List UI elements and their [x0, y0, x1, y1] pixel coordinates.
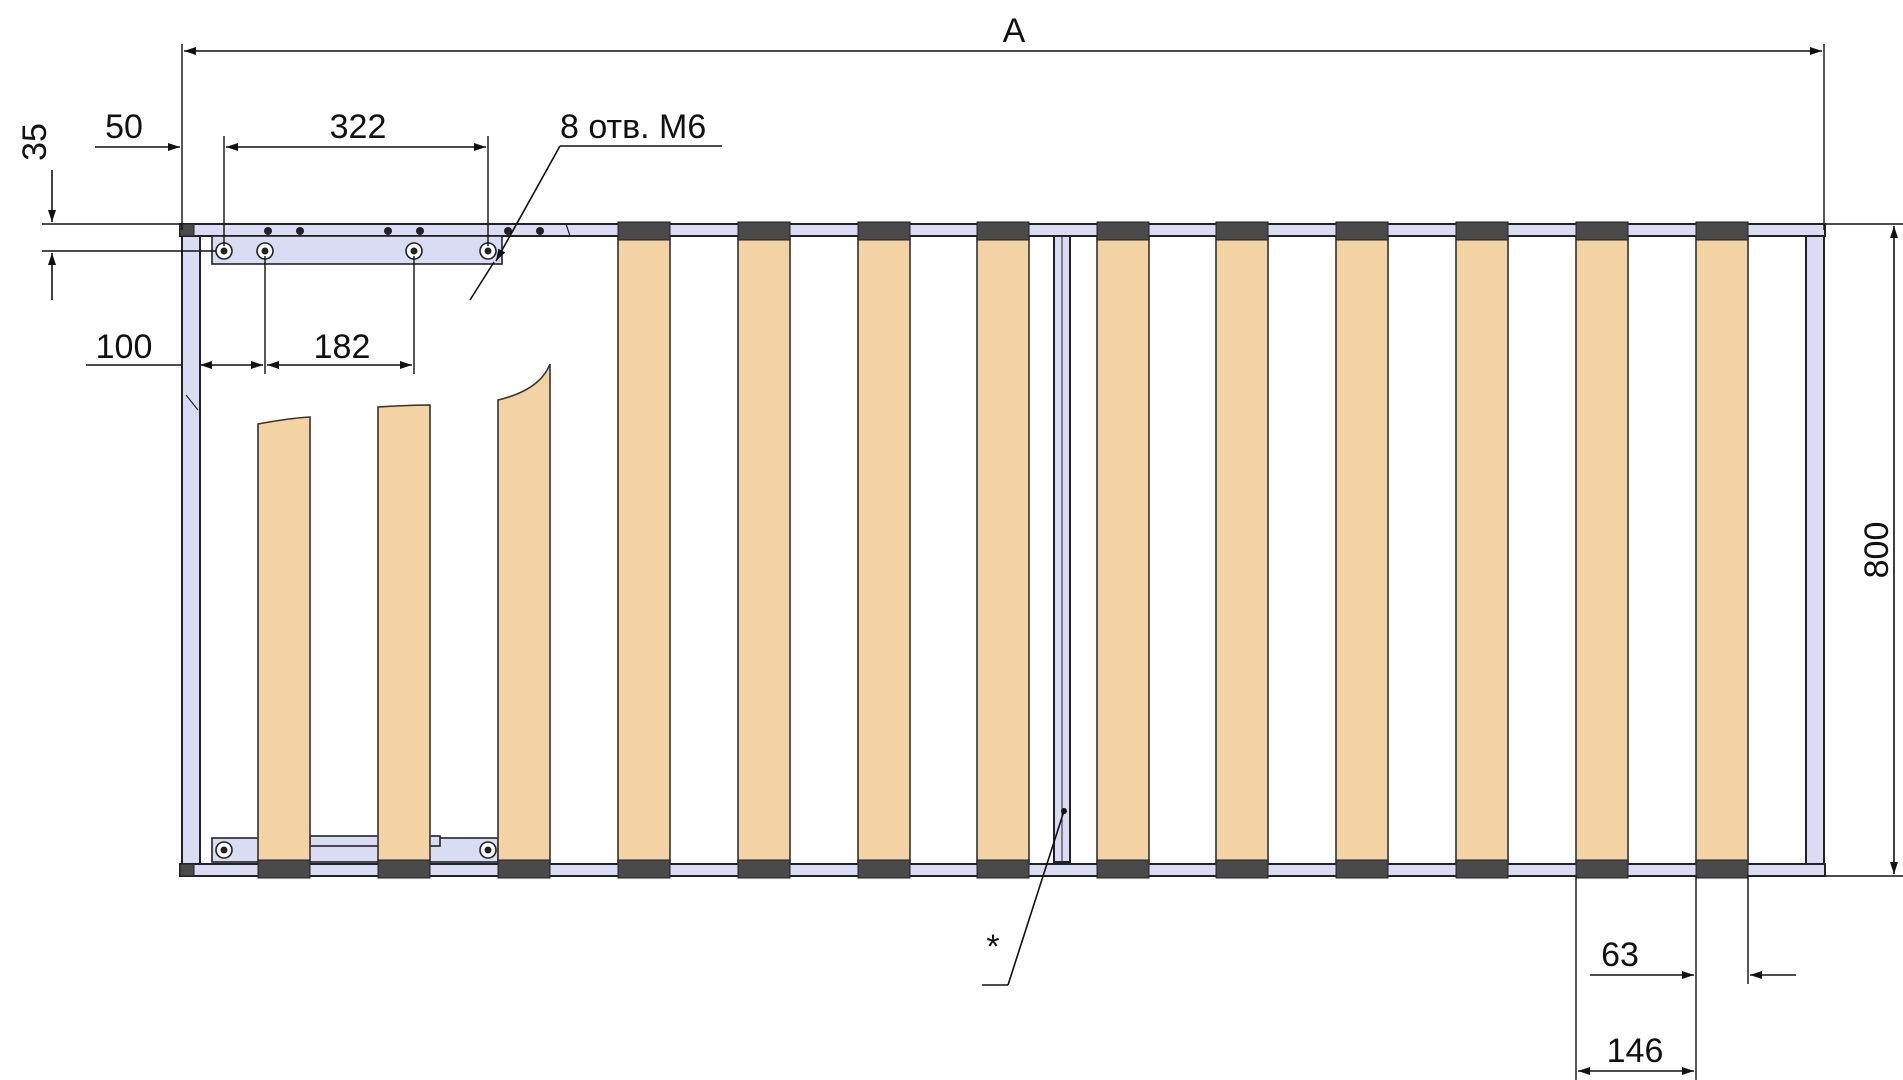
dimension-100-182: 100 182	[86, 256, 415, 374]
slats-cut	[257, 363, 551, 865]
dimension-800: 800	[1826, 223, 1903, 877]
slat	[617, 235, 671, 865]
frame-corner-top-left	[179, 223, 195, 237]
dimension-146-label: 146	[1607, 1032, 1664, 1070]
weld-mark	[185, 394, 199, 411]
rail-hole	[264, 227, 272, 235]
slat	[1335, 235, 1389, 865]
slat-holder-top	[1695, 221, 1749, 241]
slat-holder-top	[1575, 221, 1629, 241]
dimension-50-322: 50 322	[95, 108, 489, 246]
slat-holder-bottom	[497, 859, 551, 879]
dimension-800-label: 800	[1858, 522, 1896, 579]
slat-holder-top	[857, 221, 911, 241]
slat	[1096, 235, 1150, 865]
m6-hole	[261, 247, 269, 255]
m6-hole	[484, 247, 492, 255]
slat-holder-bottom	[257, 859, 311, 879]
slat-holder-top	[1215, 221, 1269, 241]
slat-holder-bottom	[1335, 859, 1389, 879]
rail-hole	[296, 227, 304, 235]
slat-holder-bottom	[737, 859, 791, 879]
dimension-100-label: 100	[96, 328, 153, 366]
slat	[857, 235, 911, 865]
dimension-63-label: 63	[1601, 936, 1639, 974]
frame-corner-bottom-left	[179, 863, 195, 877]
rail-hole	[536, 227, 544, 235]
slat-holders	[257, 221, 1749, 879]
slat-holder-bottom	[617, 859, 671, 879]
m6-hole	[220, 846, 228, 854]
leader-center-support: *	[982, 808, 1067, 986]
top-mounting-plate	[211, 235, 503, 265]
slat-holder-top	[737, 221, 791, 241]
weld-mark-top	[565, 223, 571, 237]
dimension-182-label: 182	[314, 328, 371, 366]
rail-hole	[416, 227, 424, 235]
slat-holder-top	[976, 221, 1030, 241]
frame-left-bar	[181, 229, 201, 871]
dimension-35-label: 35	[16, 123, 54, 161]
slat-holder-top	[1096, 221, 1150, 241]
slat-holder-bottom	[976, 859, 1030, 879]
holes-note-label: 8 отв. М6	[560, 108, 706, 146]
dimension-63-146: 63 146	[1575, 876, 1796, 1080]
m6-hole	[220, 247, 228, 255]
slat	[1695, 235, 1749, 865]
dimension-35: 35	[16, 123, 216, 300]
leader-holes-m6: 8 отв. М6	[469, 108, 722, 301]
slat	[737, 235, 791, 865]
dimension-a: A	[181, 12, 1825, 230]
slat	[976, 235, 1030, 865]
slat-holder-top	[617, 221, 671, 241]
slat	[1215, 235, 1269, 865]
dimension-50-label: 50	[105, 108, 143, 146]
m6-hole	[484, 846, 492, 854]
frame-right-bar	[1805, 229, 1825, 871]
slat-holder-bottom	[1695, 859, 1749, 879]
slat-holder-bottom	[1455, 859, 1509, 879]
slats-full	[617, 235, 1749, 865]
slat-cut	[377, 404, 431, 865]
slat	[1575, 235, 1629, 865]
rail-hole	[384, 227, 392, 235]
dimension-322-label: 322	[330, 108, 387, 146]
slat-holder-bottom	[1215, 859, 1269, 879]
slat-holder-top	[1455, 221, 1509, 241]
rail-hole	[504, 227, 512, 235]
dimension-a-label: A	[1003, 12, 1026, 50]
center-support-mark-label: *	[986, 928, 999, 966]
slat	[1455, 235, 1509, 865]
holes	[215, 227, 544, 859]
slat-holder-bottom	[1575, 859, 1629, 879]
slat-holder-bottom	[857, 859, 911, 879]
slat-holder-bottom	[377, 859, 431, 879]
slat-holder-bottom	[1096, 859, 1150, 879]
slat-holder-top	[1335, 221, 1389, 241]
m6-hole	[410, 247, 418, 255]
slat-cut	[257, 416, 311, 865]
slat-cut	[497, 363, 551, 865]
